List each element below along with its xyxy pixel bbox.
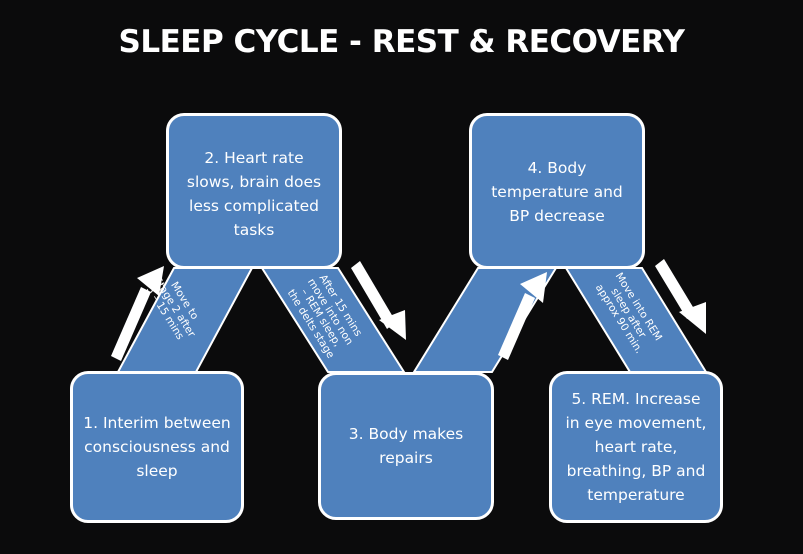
stage-4-box: 4. Body temperature and BP decrease bbox=[469, 113, 645, 269]
page-title: SLEEP CYCLE - REST & RECOVERY bbox=[118, 24, 685, 60]
stage-4-text: 4. Body temperature and BP decrease bbox=[491, 159, 623, 226]
stage-5-text: 5. REM. Increase in eye movement, heart … bbox=[565, 389, 707, 505]
up-arrow-1-icon bbox=[111, 266, 164, 361]
stage-1-text: 1. Interim between consciousness and sle… bbox=[83, 413, 231, 480]
down-arrow-4-icon bbox=[655, 259, 706, 334]
down-arrow-2-icon bbox=[351, 261, 406, 340]
stage-5-box: 5. REM. Increase in eye movement, heart … bbox=[549, 371, 723, 523]
stage-3-text: 3. Body makes repairs bbox=[348, 424, 464, 467]
up-arrow-3-icon bbox=[498, 272, 547, 360]
stage-1-box: 1. Interim between consciousness and sle… bbox=[70, 371, 244, 523]
stage-2-text: 2. Heart rate slows, brain does less com… bbox=[186, 149, 322, 240]
stage-3-box: 3. Body makes repairs bbox=[318, 372, 494, 520]
stage-2-box: 2. Heart rate slows, brain does less com… bbox=[166, 113, 342, 269]
